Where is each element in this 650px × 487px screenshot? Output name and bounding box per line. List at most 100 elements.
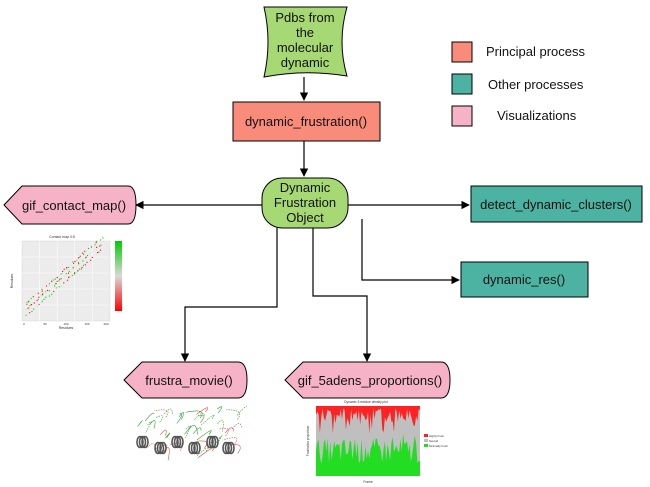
- contact-map-dot: [65, 268, 68, 271]
- contact-map-dot: [45, 291, 47, 293]
- contact-map-colorbar: [115, 241, 122, 311]
- contact-map-dot: [57, 286, 59, 289]
- contact-map-dot: [69, 276, 71, 278]
- contact-map-dot: [89, 260, 91, 262]
- contact-map-dot: [38, 303, 40, 306]
- contact-map-dot: [57, 275, 59, 277]
- proportions-series-minimally: [316, 433, 420, 476]
- detect-dynamic-clusters-node: detect_dynamic_clusters(): [470, 185, 643, 223]
- dynamic-frustration-object-node: Dynamic Frustration Object: [261, 177, 349, 229]
- contact-map-dot: [33, 308, 35, 310]
- contact-map-xlabel: Residues: [59, 326, 74, 330]
- legend-swatch-other: [451, 73, 473, 95]
- contact-map-dot: [38, 292, 40, 294]
- contact-map-dot: [82, 252, 84, 254]
- contact-map-dot: [79, 268, 81, 270]
- contact-map-dot: [77, 264, 80, 266]
- contact-map-dot: [41, 288, 43, 290]
- movie-helix-turn: [208, 435, 217, 449]
- movie-strand: [188, 425, 198, 435]
- contact-map-dot: [94, 244, 96, 246]
- input-label-line-2: the: [296, 25, 314, 40]
- contact-map-dot: [63, 268, 65, 270]
- contact-map-dot: [101, 243, 103, 246]
- proportions-xlabel: Frame: [363, 480, 372, 484]
- contact-map-dot: [45, 285, 48, 287]
- contact-map-dot: [60, 285, 63, 287]
- input-label-line-1: Pdbs from: [275, 10, 334, 25]
- contact-map-dot: [42, 293, 44, 295]
- contact-map-dot: [56, 277, 58, 279]
- contact-map-dot: [66, 267, 68, 269]
- frustra-movie-label: frustra_movie(): [145, 373, 232, 388]
- contact-map-tick: 100: [63, 322, 68, 326]
- proportions-series-highly: [316, 406, 420, 434]
- movie-helix-turn: [171, 435, 179, 449]
- contact-map-dot: [31, 310, 33, 313]
- movie-strand: [198, 414, 205, 423]
- contact-map-dot: [67, 277, 70, 280]
- contact-map-dot: [92, 250, 94, 253]
- contact-map-dot: [63, 270, 65, 273]
- movie-strand: [164, 408, 173, 415]
- movie-strand: [137, 420, 143, 427]
- movie-helix-turn: [141, 435, 149, 449]
- contact-map-dot: [75, 272, 77, 274]
- input-label-line-4: dynamic: [281, 55, 330, 70]
- proportions-title: Dynamic 5 residue density plot: [344, 400, 388, 404]
- dynamic-frustration-label: dynamic_frustration(): [245, 114, 367, 129]
- movie-strand: [196, 430, 212, 441]
- contact-map-dot: [81, 266, 83, 269]
- contact-map-dot: [45, 296, 47, 298]
- proportions-legend-label: Minimally frustr.: [429, 444, 449, 448]
- movie-strand: [155, 415, 164, 423]
- movie-strand: [219, 428, 229, 437]
- gif-contact-map-node: gif_contact_map(): [3, 185, 137, 225]
- contact-map-dot: [72, 261, 74, 263]
- contact-map-dot: [97, 251, 99, 254]
- movie-strand: [224, 427, 235, 434]
- proportions-thumbnail: Dynamic 5 residue density plot Frame Fru…: [302, 399, 449, 485]
- contact-map-dot: [28, 300, 30, 302]
- dynamic-frustration-node: dynamic_frustration(): [232, 101, 381, 142]
- dynamic-res-node: dynamic_res(): [460, 261, 589, 298]
- movie-strand: [149, 420, 156, 429]
- proportions-legend-swatch: [424, 444, 428, 447]
- contact-map-dot: [100, 244, 102, 246]
- gif-5adens-proportions-label: gif_5adens_proportions(): [298, 373, 443, 388]
- contact-map-dot: [86, 254, 89, 257]
- contact-map-dot: [69, 271, 72, 273]
- movie-helix-turn: [190, 441, 199, 455]
- movie-strand: [194, 413, 205, 420]
- movie-strand: [192, 427, 202, 434]
- proportions-legend-label: Neutral: [429, 439, 438, 443]
- contact-map-dot: [61, 272, 63, 274]
- contact-map-dot: [91, 256, 93, 259]
- contact-map-dot: [101, 236, 103, 238]
- movie-helix-turn: [173, 435, 182, 449]
- contact-map-dot: [50, 294, 52, 296]
- contact-map-dot: [95, 240, 98, 243]
- contact-map-dot: [64, 275, 66, 277]
- contact-map-dot: [38, 296, 40, 298]
- movie-strand: [236, 406, 248, 416]
- contact-map-title: Contact map 0:5: [49, 235, 75, 239]
- movie-strand: [154, 409, 169, 418]
- contact-map-dot: [25, 315, 28, 317]
- contact-map-dot: [87, 247, 90, 250]
- input-pdbs-node: Pdbs from the molecular dynamic: [263, 6, 348, 78]
- movie-strand: [196, 407, 209, 415]
- contact-map-plot-area: [21, 240, 111, 322]
- movie-helix-turn: [206, 435, 214, 449]
- movie-helix-turn: [156, 441, 165, 455]
- movie-helix-turn: [176, 435, 184, 449]
- gif-contact-map-label: gif_contact_map(): [22, 198, 126, 213]
- movie-strand: [231, 423, 243, 430]
- contact-map-dot: [90, 259, 92, 261]
- gif-5adens-proportions-node: gif_5adens_proportions(): [284, 361, 451, 399]
- contact-map-dot: [58, 286, 60, 288]
- contact-map-dot: [73, 262, 75, 264]
- contact-map-dot: [41, 301, 43, 303]
- contact-map-dot: [96, 249, 98, 251]
